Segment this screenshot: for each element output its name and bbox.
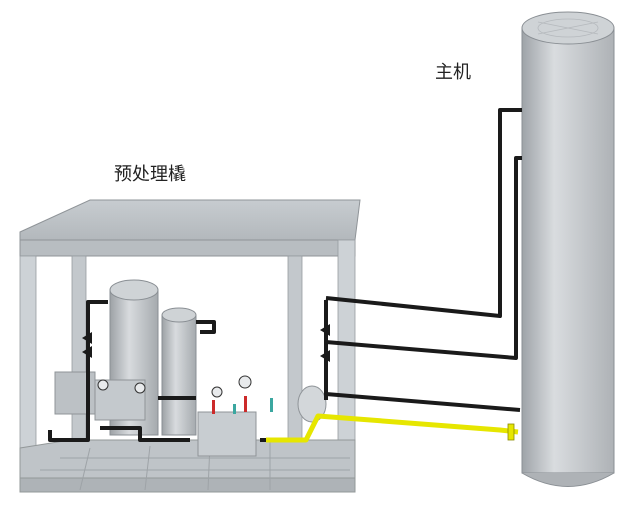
yellow-pipe	[266, 413, 519, 443]
pretreatment-skid-label: 预处理橇	[114, 164, 186, 185]
dark-pipes	[48, 108, 522, 442]
main-unit-label: 主机	[435, 62, 471, 83]
main-tower	[521, 11, 615, 487]
pipe-flange	[507, 423, 515, 441]
small-vessel	[161, 307, 197, 436]
